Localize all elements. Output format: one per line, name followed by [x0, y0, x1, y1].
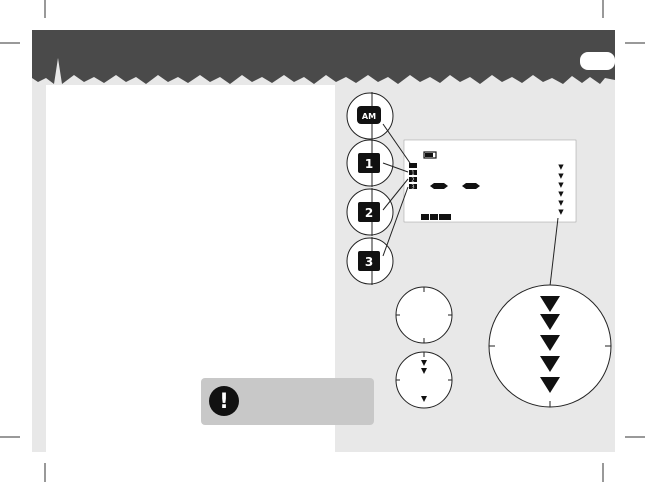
leader-lines — [382, 123, 559, 287]
lcd-row-3: 3 — [411, 185, 414, 191]
badge-3: 3 — [346, 237, 394, 285]
lcd-level-arrows: ▼ ▼ ▼ ▼ ▼ ▼ — [558, 163, 564, 216]
warning-callout: ! — [201, 378, 374, 425]
svg-text:▼: ▼ — [558, 163, 564, 171]
badge-am: AM — [346, 92, 394, 140]
lcd-row-2: 2 — [411, 178, 414, 184]
lcd-row-1: 1 — [411, 171, 414, 177]
svg-text:▼: ▼ — [558, 172, 564, 180]
svg-text:▼: ▼ — [558, 181, 564, 189]
exclamation-icon: ! — [209, 386, 239, 416]
zoom-circle-arrows — [395, 351, 453, 409]
zoom-circle-large — [488, 284, 612, 408]
lcd-segments — [421, 183, 480, 220]
badge-am-label: AM — [362, 112, 376, 121]
lcd-display: 1 2 3 ▼ ▼ ▼ ▼ ▼ ▼ — [403, 139, 577, 223]
header-banner — [32, 30, 615, 84]
svg-text:▼: ▼ — [558, 208, 564, 216]
badge-1-label: 1 — [365, 157, 373, 171]
badge-3-label: 3 — [365, 255, 373, 269]
svg-text:▼: ▼ — [558, 199, 564, 207]
zoom-circle-empty — [395, 286, 453, 344]
badge-2: 2 — [346, 188, 394, 236]
page-tab — [580, 52, 615, 70]
svg-text:▼: ▼ — [558, 190, 564, 198]
badge-1: 1 — [346, 139, 394, 187]
lcd-row-icons: 1 2 3 — [409, 163, 417, 191]
badge-2-label: 2 — [365, 206, 373, 220]
